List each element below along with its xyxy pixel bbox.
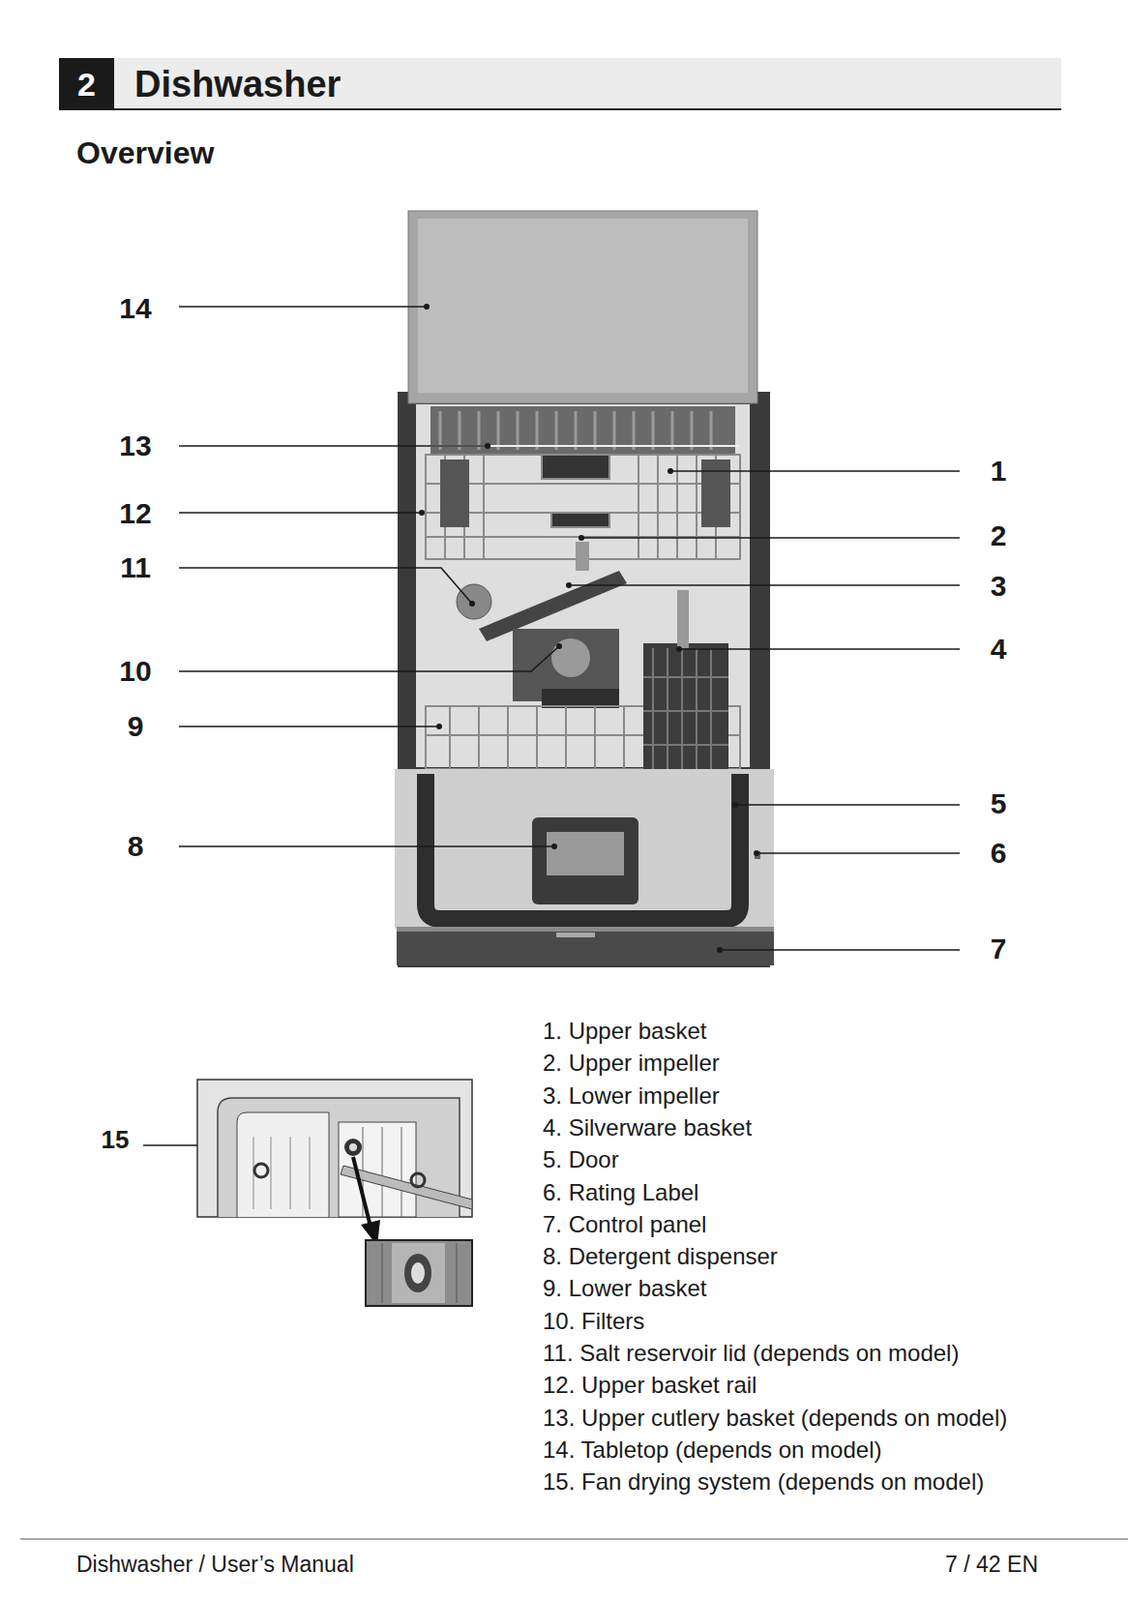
tabletop-inset xyxy=(417,218,748,393)
header-band xyxy=(114,58,1062,110)
door xyxy=(394,769,774,929)
callout-number: 6 xyxy=(990,838,1008,868)
part-list-item: 8. Detergent dispenser xyxy=(542,1245,778,1269)
upper-cutlery-basket xyxy=(425,406,741,455)
section-heading: Overview xyxy=(76,137,214,169)
control-panel xyxy=(396,926,774,966)
callout-number: 10 xyxy=(118,656,151,686)
callout-number: 15 xyxy=(101,1127,130,1153)
part-list-item: 5. Door xyxy=(542,1148,620,1172)
part-list-item: 9. Lower basket xyxy=(542,1276,707,1301)
header-rule xyxy=(59,108,1062,111)
callout-number: 3 xyxy=(990,571,1008,601)
part-list-item: 10. Filters xyxy=(542,1309,645,1334)
footer-rule xyxy=(20,1538,1128,1540)
detergent-dispenser xyxy=(532,817,639,905)
part-list-item: 6. Rating Label xyxy=(542,1181,699,1205)
part-list-item: 14. Tabletop (depends on model) xyxy=(542,1438,882,1462)
footer-text: Dishwasher / User’s Manual xyxy=(76,1553,355,1576)
callout-number: 12 xyxy=(118,499,151,529)
callout-number: 4 xyxy=(990,634,1008,664)
callout-number: 11 xyxy=(119,553,151,583)
part-list-item: 2. Upper impeller xyxy=(542,1051,720,1075)
callout-number: 1 xyxy=(990,456,1008,486)
salt-lid xyxy=(456,584,492,620)
callout-number: 14 xyxy=(118,294,151,324)
fan-drying-inset xyxy=(197,1079,473,1307)
callout-number: 8 xyxy=(127,831,145,861)
page-number: 7 / 42 EN xyxy=(945,1553,1039,1576)
callout-number: 9 xyxy=(127,712,145,742)
part-list-item: 7. Control panel xyxy=(542,1213,707,1237)
leader-dots xyxy=(418,303,760,953)
part-list-item: 1. Upper basket xyxy=(542,1019,707,1043)
page-title: Dishwasher xyxy=(134,65,341,103)
chapter-number-box: 2 xyxy=(59,58,115,110)
part-list-item: 3. Lower impeller xyxy=(542,1084,720,1108)
part-list-item: 11. Salt reservoir lid (depends on model… xyxy=(542,1341,959,1366)
callout-number: 7 xyxy=(990,934,1008,964)
callout-number: 2 xyxy=(990,521,1008,551)
chapter-number: 2 xyxy=(77,67,96,101)
callout-number: 5 xyxy=(990,789,1008,819)
upper-impeller xyxy=(575,541,590,571)
part-list-item: 13. Upper cutlery basket (depends on mod… xyxy=(542,1406,1008,1430)
part-list-item: 12. Upper basket rail xyxy=(542,1373,757,1397)
callout-number: 13 xyxy=(118,431,151,461)
part-list-item: 15. Fan drying system (depends on model) xyxy=(542,1470,984,1494)
tabletop xyxy=(408,210,758,404)
part-list-item: 4. Silverware basket xyxy=(542,1116,752,1140)
silverware-basket xyxy=(643,590,729,774)
leader-lines xyxy=(143,306,960,1146)
